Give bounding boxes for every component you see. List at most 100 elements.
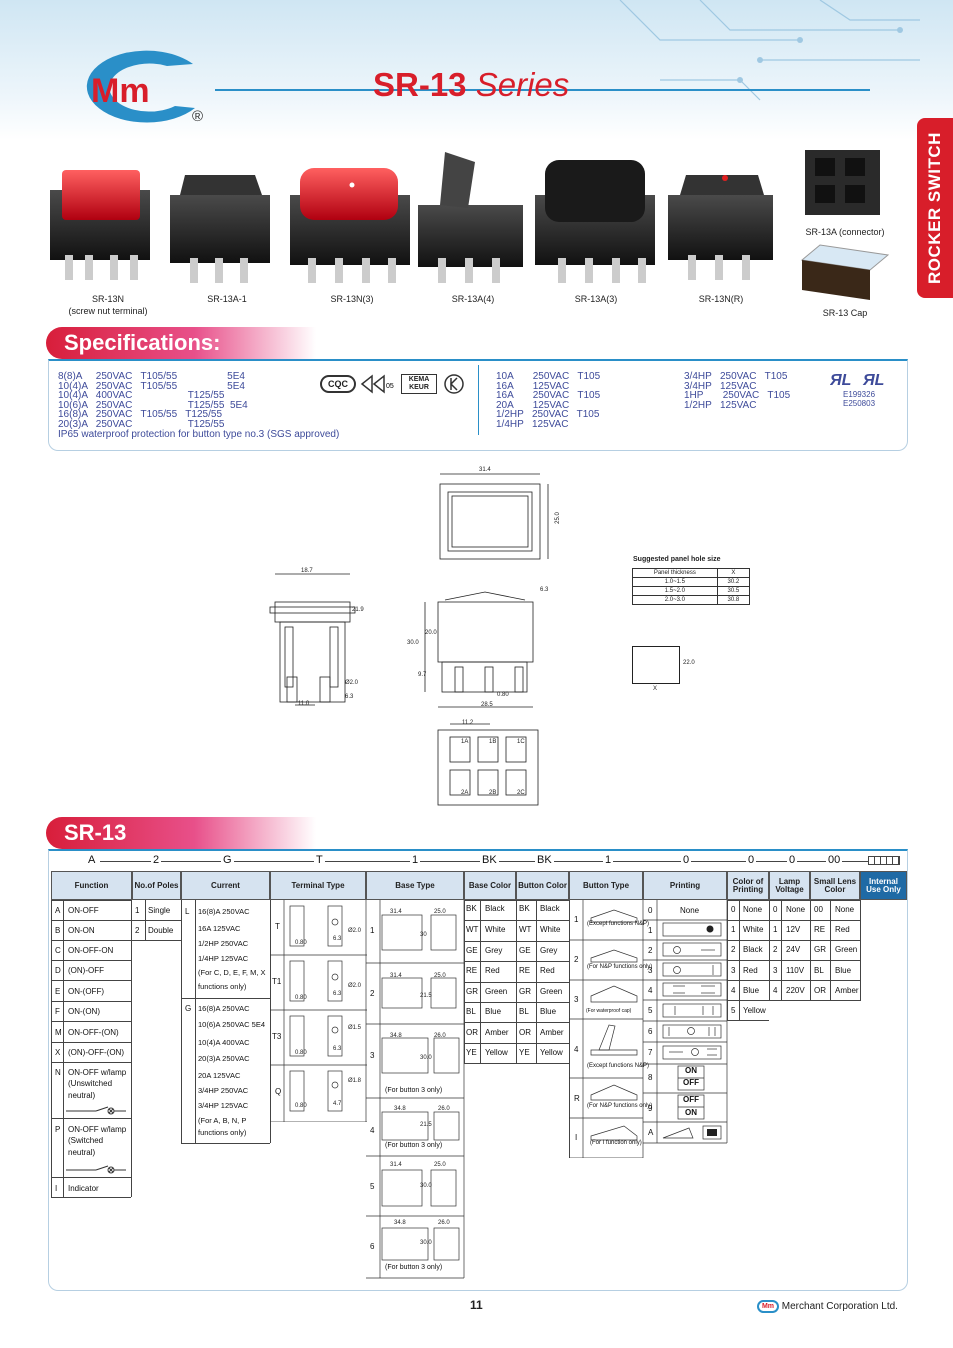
button-code: 1: [574, 915, 579, 924]
product-sr13n: [50, 170, 150, 280]
base-color-name: Grey: [485, 946, 503, 955]
button-note: (For waterproof cap): [586, 1008, 632, 1014]
terminal-dim: Ø1.5: [348, 1025, 362, 1031]
button-color-name: Amber: [540, 1028, 564, 1037]
terminal-dim: 0.80: [295, 940, 307, 946]
function-name: (ON)-OFF: [68, 966, 104, 975]
lamp-voltage: 12V: [786, 925, 801, 935]
printing-code: 0: [648, 906, 653, 915]
dim-thickness: 0.80: [497, 692, 509, 698]
panel-hole-x: X: [653, 686, 658, 692]
printing-code: 8: [648, 1073, 653, 1082]
button-color-code: RE: [519, 966, 531, 975]
printing-off: OFF: [683, 1078, 699, 1087]
function-name: ON-OFF-ON: [68, 946, 114, 955]
function-code: A: [55, 906, 61, 915]
base-note: (For button 3 only): [385, 1142, 443, 1149]
print-color-code: 1: [731, 925, 736, 935]
button-color-code: GR: [519, 987, 531, 996]
specifications-box: [48, 359, 908, 451]
product-sub: (screw nut terminal): [68, 306, 148, 316]
current-rating: functions only): [198, 982, 247, 991]
code-j: 0: [746, 854, 757, 866]
ordering-heading: SR-13: [46, 817, 316, 849]
th-lens-color: Small Lens Color: [810, 871, 860, 900]
terminal-dim: 6.3: [333, 1046, 342, 1052]
print-color-name: None: [743, 905, 763, 914]
pole-name: Single: [148, 906, 171, 915]
button-color-code: BK: [519, 904, 530, 913]
svg-text:05: 05: [386, 383, 394, 390]
title-rule: [215, 89, 870, 91]
printing-code: 2: [648, 946, 653, 955]
function-name: neutral): [68, 1148, 96, 1157]
print-color-name: Red: [743, 965, 758, 975]
current-rating: 3/4HP 125VAC: [198, 1101, 249, 1110]
product-label: SR-13A(3): [574, 294, 618, 304]
button-code: R: [574, 1094, 580, 1103]
ordering-box: [48, 849, 908, 1291]
printing-off: OFF: [683, 1095, 699, 1104]
print-color-code: 5: [731, 1006, 736, 1015]
button-color-code: BL: [519, 1007, 529, 1016]
button-color-name: White: [540, 925, 561, 934]
lamp-voltage: None: [786, 905, 806, 914]
product-sr13a4: [418, 152, 523, 283]
enec-mark: 05: [360, 374, 394, 394]
base-dim: 30.0: [420, 1055, 432, 1061]
company-footer: Mm Merchant Corporation Ltd.: [757, 1300, 898, 1313]
base-color-code: OR: [466, 1028, 478, 1037]
page-title: SR-13 Series: [373, 66, 570, 103]
lens-code: BL: [814, 965, 824, 975]
base-dim: 26.0: [438, 1220, 450, 1226]
pin-2a: 2A: [461, 790, 469, 796]
current-rating: 20(3)A 250VAC: [198, 1054, 250, 1063]
lens-color: Blue: [835, 965, 852, 975]
current-rating: 16A 125VAC: [198, 924, 241, 933]
printing-code: 9: [648, 1104, 653, 1113]
lamp-code: 3: [773, 965, 778, 975]
ul-file-numbers: E199326 E250803: [843, 390, 876, 408]
base-color-code: BK: [466, 904, 477, 913]
printing-code: 4: [648, 986, 653, 995]
terminal-dim: 0.80: [295, 1050, 307, 1056]
base-color-code: BL: [466, 1007, 476, 1016]
current-rating: (For C, D, E, F, M, X: [198, 968, 266, 977]
pole-code: 1: [135, 906, 140, 915]
lamp-voltage: 110V: [786, 965, 805, 975]
current-code: G: [185, 1004, 192, 1013]
base-color-code: GR: [466, 987, 478, 996]
base-code: 5: [370, 1182, 375, 1191]
function-code: C: [55, 946, 61, 955]
terminal-dim: Ø2.0: [348, 983, 362, 989]
pin-2c: 2C: [517, 790, 525, 796]
terminal-code: T1: [272, 977, 282, 986]
current-rating: 16(8)A 250VAC: [198, 907, 250, 916]
print-color-name: Blue: [743, 985, 760, 995]
panel-hole-height: 22.0: [683, 660, 695, 666]
function-code: P: [55, 1125, 61, 1134]
th-poles: No.of Poles: [132, 871, 181, 900]
lens-color: Red: [835, 925, 850, 935]
button-color-name: Blue: [540, 1007, 557, 1016]
button-color-code: YE: [519, 1048, 530, 1057]
current-rating: 1/2HP 250VAC: [198, 939, 249, 948]
terminal-dim: 0.80: [295, 995, 307, 1001]
current-rating: 10(4)A 400VAC: [198, 1038, 250, 1047]
spec-ip65: IP65 waterproof protection for button ty…: [58, 429, 340, 440]
th-internal: Internal Use Only: [860, 871, 907, 900]
function-name: (ON)-OFF-(ON): [68, 1048, 124, 1057]
function-code: N: [55, 1068, 61, 1077]
kema-mark: KEMA KEUR: [401, 374, 437, 394]
lamp-code: 4: [773, 985, 778, 995]
ul-mark: ЯL ЯL: [830, 372, 884, 388]
lens-code: OR: [814, 985, 826, 995]
base-code: 1: [370, 926, 375, 935]
printing-code: A: [648, 1128, 654, 1137]
product-label: SR-13 Cap: [822, 308, 868, 318]
panel-hole-shape: [632, 646, 680, 684]
th-printing: Printing: [643, 871, 727, 900]
button-color-name: Green: [540, 987, 563, 996]
product-sr13n3: [290, 168, 410, 283]
printing-on: ON: [685, 1108, 697, 1117]
